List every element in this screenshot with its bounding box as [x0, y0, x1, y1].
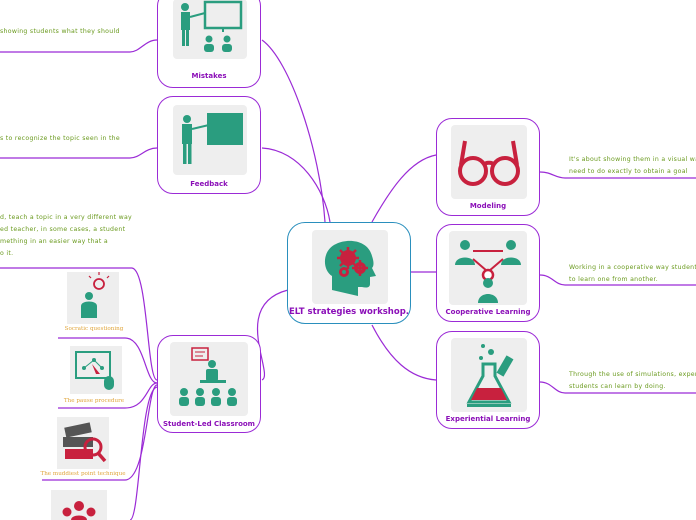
student-led-icon-tile — [170, 342, 248, 416]
student-led-note-line-1: d, teach a topic in a very different way — [0, 214, 133, 221]
modeling-node[interactable]: Modeling — [436, 118, 540, 216]
student-led-classroom-node[interactable]: Student-Led Classroom — [157, 335, 261, 433]
student-presenting-to-class-icon — [179, 347, 237, 406]
computer-mouse-network-icon — [75, 351, 114, 390]
subtopic-muddiest-label: The muddiest point technique — [40, 471, 126, 477]
lab-flask-icon — [466, 344, 514, 407]
brain-gears-icon — [324, 240, 376, 296]
group-people-icon — [62, 501, 96, 520]
mistakes-label: Mistakes — [191, 72, 227, 80]
central-topic-title: ELT strategies workshop. — [288, 307, 410, 317]
teacher-whiteboard-icon — [182, 113, 243, 164]
modeling-note-line-1: It's about showing them in a visual way — [569, 156, 696, 163]
mistakes-note: showing students what they should — [0, 28, 120, 35]
cooperative-note-line-1: Working in a cooperative way students t — [569, 264, 696, 271]
books-magnifier-icon — [63, 422, 107, 463]
subtopic-socratic-label: Socratic questioning — [64, 326, 124, 332]
subtopic-group[interactable] — [51, 490, 107, 520]
modeling-label: Modeling — [469, 202, 507, 210]
feedback-icon-tile — [173, 105, 247, 175]
experiential-label: Experiential Learning — [445, 415, 531, 423]
experiential-note-line-1: Through the use of simulations, experim — [569, 371, 696, 378]
subtopic-pause-label: The pause procedure — [63, 398, 125, 404]
central-topic-node[interactable]: ELT strategies workshop. — [287, 222, 411, 324]
mistakes-node[interactable]: Mistakes — [157, 0, 261, 88]
subtopic-socratic-questioning[interactable] — [67, 272, 119, 324]
cooperative-note-line-2: to learn one from another. — [569, 276, 659, 283]
team-network-icon — [455, 240, 521, 303]
mistakes-icon-tile — [173, 0, 247, 59]
experiential-note-line-2: students can learn by doing. — [569, 383, 666, 390]
experiential-icon-tile — [451, 338, 527, 412]
brain-gears-icon-tile — [312, 230, 388, 304]
person-idea-bulb-icon — [81, 272, 110, 318]
feedback-node[interactable]: Feedback — [157, 96, 261, 194]
student-led-note-line-4: o it. — [0, 250, 14, 257]
modeling-note-line-2: need to do exactly to obtain a goal — [569, 168, 688, 175]
glasses-icon — [458, 140, 520, 186]
feedback-note: s to recognize the topic seen in the — [0, 135, 120, 142]
student-led-note-line-3: mething in an easier way that a — [0, 238, 108, 245]
student-led-label: Student-Led Classroom — [163, 420, 255, 428]
feedback-label: Feedback — [190, 180, 228, 188]
cooperative-label: Cooperative Learning — [445, 308, 531, 316]
modeling-icon-tile — [451, 125, 527, 199]
subtopic-pause-procedure[interactable] — [70, 346, 122, 394]
cooperative-learning-node[interactable]: Cooperative Learning — [436, 224, 540, 322]
subtopic-muddiest-point[interactable] — [57, 417, 109, 469]
cooperative-icon-tile — [449, 231, 527, 305]
experiential-learning-node[interactable]: Experiential Learning — [436, 331, 540, 429]
student-led-note-line-2: ed teacher, in some cases, a student — [0, 226, 126, 233]
teacher-board-students-icon — [181, 0, 243, 52]
